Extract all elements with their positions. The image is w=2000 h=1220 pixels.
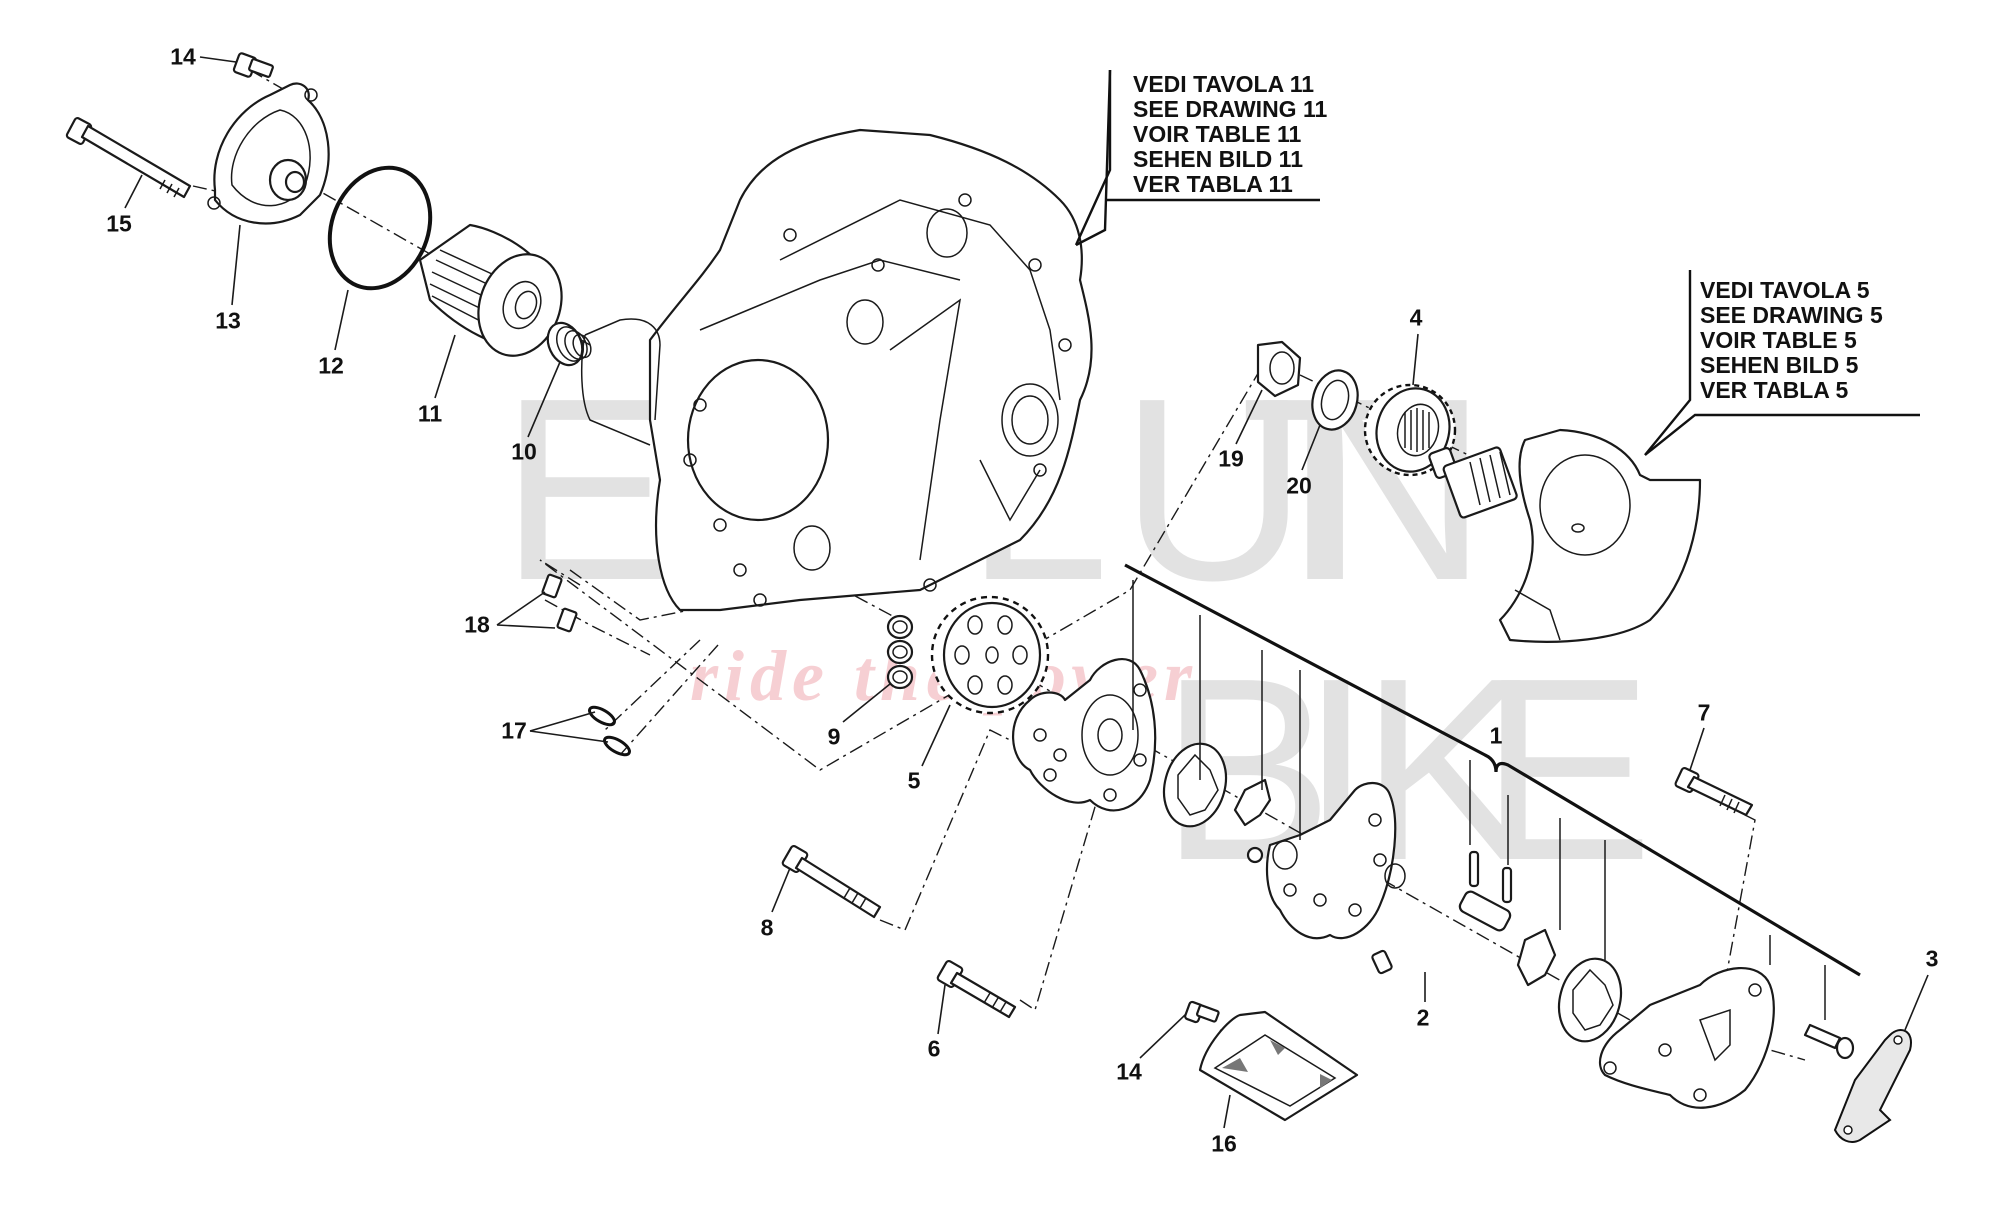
pump-outer-rotor-front xyxy=(1162,742,1228,828)
part-label-7: 7 xyxy=(1697,699,1711,726)
part-label-11: 11 xyxy=(417,400,443,427)
part-label-12: 12 xyxy=(318,352,344,379)
axis-line xyxy=(604,639,701,731)
pump-shaft-and-pins xyxy=(1458,850,1513,932)
pump-outer-rotor-rear xyxy=(1557,957,1623,1043)
part-11-oil-filter xyxy=(418,223,563,357)
reference-line: VEDI TAVOLA 5 xyxy=(1700,277,1870,303)
oil-pump-body xyxy=(1246,782,1406,940)
part-12-o-ring xyxy=(327,165,433,291)
reference-line: SEE DRAWING 5 xyxy=(1700,302,1883,328)
axis-line xyxy=(249,69,303,101)
reference-line: SEHEN BILD 11 xyxy=(1133,146,1303,172)
reference-line: VER TABLA 5 xyxy=(1700,377,1849,403)
part-14-screw-top xyxy=(232,52,274,78)
part-label-16: 16 xyxy=(1211,1130,1237,1157)
part-label-8: 8 xyxy=(760,914,774,941)
part-20-washer xyxy=(1311,369,1359,431)
crankcase-cover xyxy=(580,128,1093,612)
part-14-screw-bottom xyxy=(1184,1000,1220,1024)
part-1-bracket xyxy=(1124,563,1861,1020)
part-label-13: 13 xyxy=(215,307,241,334)
watermark-letter: E xyxy=(1480,625,1654,915)
part-label-20: 20 xyxy=(1286,472,1312,499)
leader-lines xyxy=(124,56,1929,1129)
part-label-3: 3 xyxy=(1925,945,1939,972)
part-label-1: 1 xyxy=(1489,722,1503,749)
part-3-gasket xyxy=(1833,1029,1912,1143)
part-4-crank-gear xyxy=(1363,383,1457,477)
reference-line: VEDI TAVOLA 11 xyxy=(1133,71,1315,97)
reference-line: SEHEN BILD 5 xyxy=(1700,352,1859,378)
axis-line xyxy=(619,644,719,756)
part-label-2: 2 xyxy=(1416,1004,1430,1031)
part-label-19: 19 xyxy=(1218,445,1244,472)
pump-inner-rotor-front xyxy=(1233,778,1272,827)
part-15-long-bolt xyxy=(65,117,192,199)
part-label-14-top: 14 xyxy=(170,43,196,70)
reference-line: SEE DRAWING 11 xyxy=(1133,96,1328,122)
reference-drawing-5: VEDI TAVOLA 5 SEE DRAWING 5 VOIR TABLE 5… xyxy=(1700,278,1883,403)
part-label-9: 9 xyxy=(827,723,841,750)
part-label-14-bottom: 14 xyxy=(1116,1058,1142,1085)
oil-pump-rear-cover xyxy=(1598,967,1775,1109)
part-label-6: 6 xyxy=(927,1035,941,1062)
part-19-nut xyxy=(1256,340,1302,398)
part-label-17: 17 xyxy=(501,717,527,744)
part-16-oil-strainer xyxy=(1198,1010,1359,1122)
reference-line: VOIR TABLE 11 xyxy=(1133,121,1302,147)
part-label-5: 5 xyxy=(907,767,921,794)
part-17-o-rings xyxy=(588,705,631,757)
part-18-dowels xyxy=(541,573,578,633)
pump-cover-bolt xyxy=(1803,1023,1855,1060)
part-8-bolt xyxy=(781,844,882,919)
axis-line xyxy=(539,369,1261,771)
callout-line-drawing-5 xyxy=(1644,413,1920,456)
axis-line xyxy=(879,729,1011,931)
reference-drawing-11: VEDI TAVOLA 11 SEE DRAWING 11 VOIR TABLE… xyxy=(1133,72,1327,197)
axis-line xyxy=(1719,814,1806,1061)
oil-pump-front-plate xyxy=(1012,658,1157,812)
reference-line: VER TABLA 11 xyxy=(1133,171,1293,197)
axis-line xyxy=(1019,789,1101,1012)
part-9-triple-seal xyxy=(886,614,914,690)
part-label-10: 10 xyxy=(511,438,537,465)
part-label-4: 4 xyxy=(1409,304,1423,331)
watermark-letter: U xyxy=(1120,345,1308,635)
crankshaft xyxy=(1428,428,1702,643)
callout-line-drawing-11 xyxy=(1075,69,1112,247)
part-label-15: 15 xyxy=(106,210,132,237)
callout-line-drawing-11-vertical xyxy=(1074,70,1112,246)
reference-line: VOIR TABLE 5 xyxy=(1700,327,1857,353)
part-13-filter-cover xyxy=(207,82,330,225)
part-6-bolt xyxy=(936,959,1017,1019)
part-7-bolt xyxy=(1674,767,1754,817)
callout-line-drawing-5-vertical xyxy=(1644,270,1692,456)
part-2-bushing xyxy=(1371,949,1393,975)
pump-inner-rotor-rear xyxy=(1516,928,1557,987)
watermark-letter: E xyxy=(500,345,674,635)
part-label-18: 18 xyxy=(464,611,490,638)
part-5-drive-gear xyxy=(930,595,1050,715)
